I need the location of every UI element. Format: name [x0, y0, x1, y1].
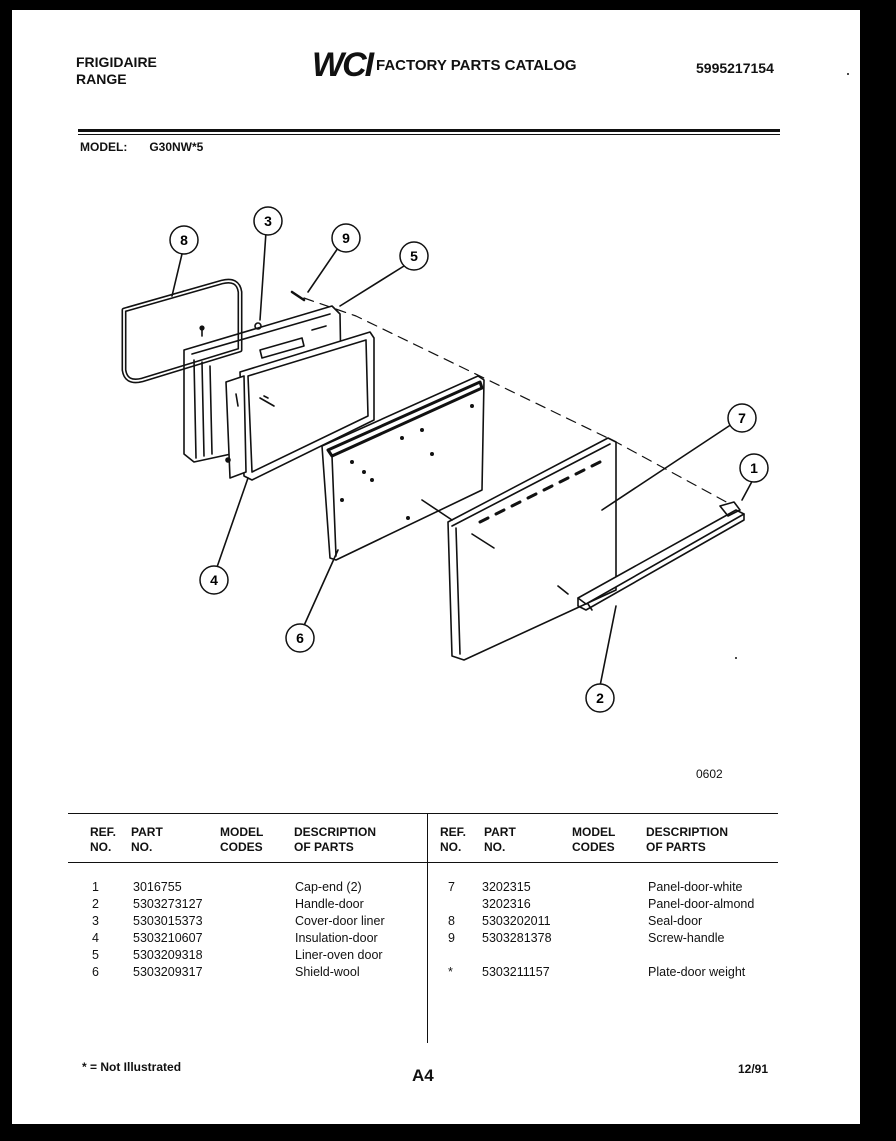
cap-end-part: [719, 501, 741, 517]
header-rule-thick: [78, 129, 780, 132]
screw-handle-part: [290, 290, 306, 302]
revision-date: 12/91: [738, 1062, 769, 1076]
svg-text:7: 7: [738, 410, 746, 426]
table-header-rule: [68, 862, 778, 863]
header-ref-no-left: REF.NO.: [90, 825, 117, 854]
product-name: RANGE: [76, 71, 127, 87]
table-top-rule: [68, 813, 778, 814]
svg-text:2: 2: [596, 690, 604, 706]
callout-3: 3: [253, 206, 283, 236]
callout-7: 7: [727, 403, 757, 433]
liner-oven-door-part: [225, 331, 375, 481]
catalog-page: FRIGIDAIRE RANGE WCI FACTORY PARTS CATAL…: [12, 10, 860, 1124]
page-number: A4: [412, 1066, 434, 1085]
callout-8: 8: [169, 225, 199, 255]
not-illustrated-note: * = Not Illustrated: [82, 1060, 182, 1074]
callout-9: 9: [331, 223, 361, 253]
shield-wool-part: [321, 375, 485, 561]
table-divider: [427, 813, 428, 1043]
header-ref-no-right: REF.NO.: [440, 825, 467, 854]
svg-text:6: 6: [296, 630, 304, 646]
callout-layer: 8 3 9 5 7 1 4 6 2: [169, 206, 769, 713]
callout-5: 5: [399, 241, 429, 271]
model-label: MODEL:: [80, 140, 128, 154]
seal-door-part: [121, 278, 243, 384]
svg-text:4: 4: [210, 572, 218, 588]
callout-6: 6: [285, 623, 315, 653]
catalog-number: 5995217154: [696, 60, 774, 76]
callout-2: 2: [585, 683, 615, 713]
header-rule-thin: [78, 134, 780, 135]
model-value: G30NW*5: [149, 140, 204, 154]
brand-name: FRIGIDAIRE: [76, 54, 157, 70]
svg-text:5: 5: [410, 248, 418, 264]
svg-text:9: 9: [342, 230, 350, 246]
svg-text:3: 3: [264, 213, 272, 229]
brand-block: FRIGIDAIRE RANGE: [76, 54, 157, 88]
svg-text:8: 8: [180, 232, 188, 248]
callout-1: 1: [739, 453, 769, 483]
catalog-title: FACTORY PARTS CATALOG: [376, 57, 577, 74]
exploded-door-diagram: [121, 73, 849, 687]
handle-door-part: [577, 509, 745, 611]
svg-text:1: 1: [750, 460, 758, 476]
wci-logo: WCI: [312, 46, 374, 84]
model-line: MODEL: G30NW*5: [80, 140, 203, 154]
figure-code: 0602: [696, 767, 723, 781]
panel-door-part: [447, 437, 617, 661]
callout-4: 4: [199, 565, 229, 595]
